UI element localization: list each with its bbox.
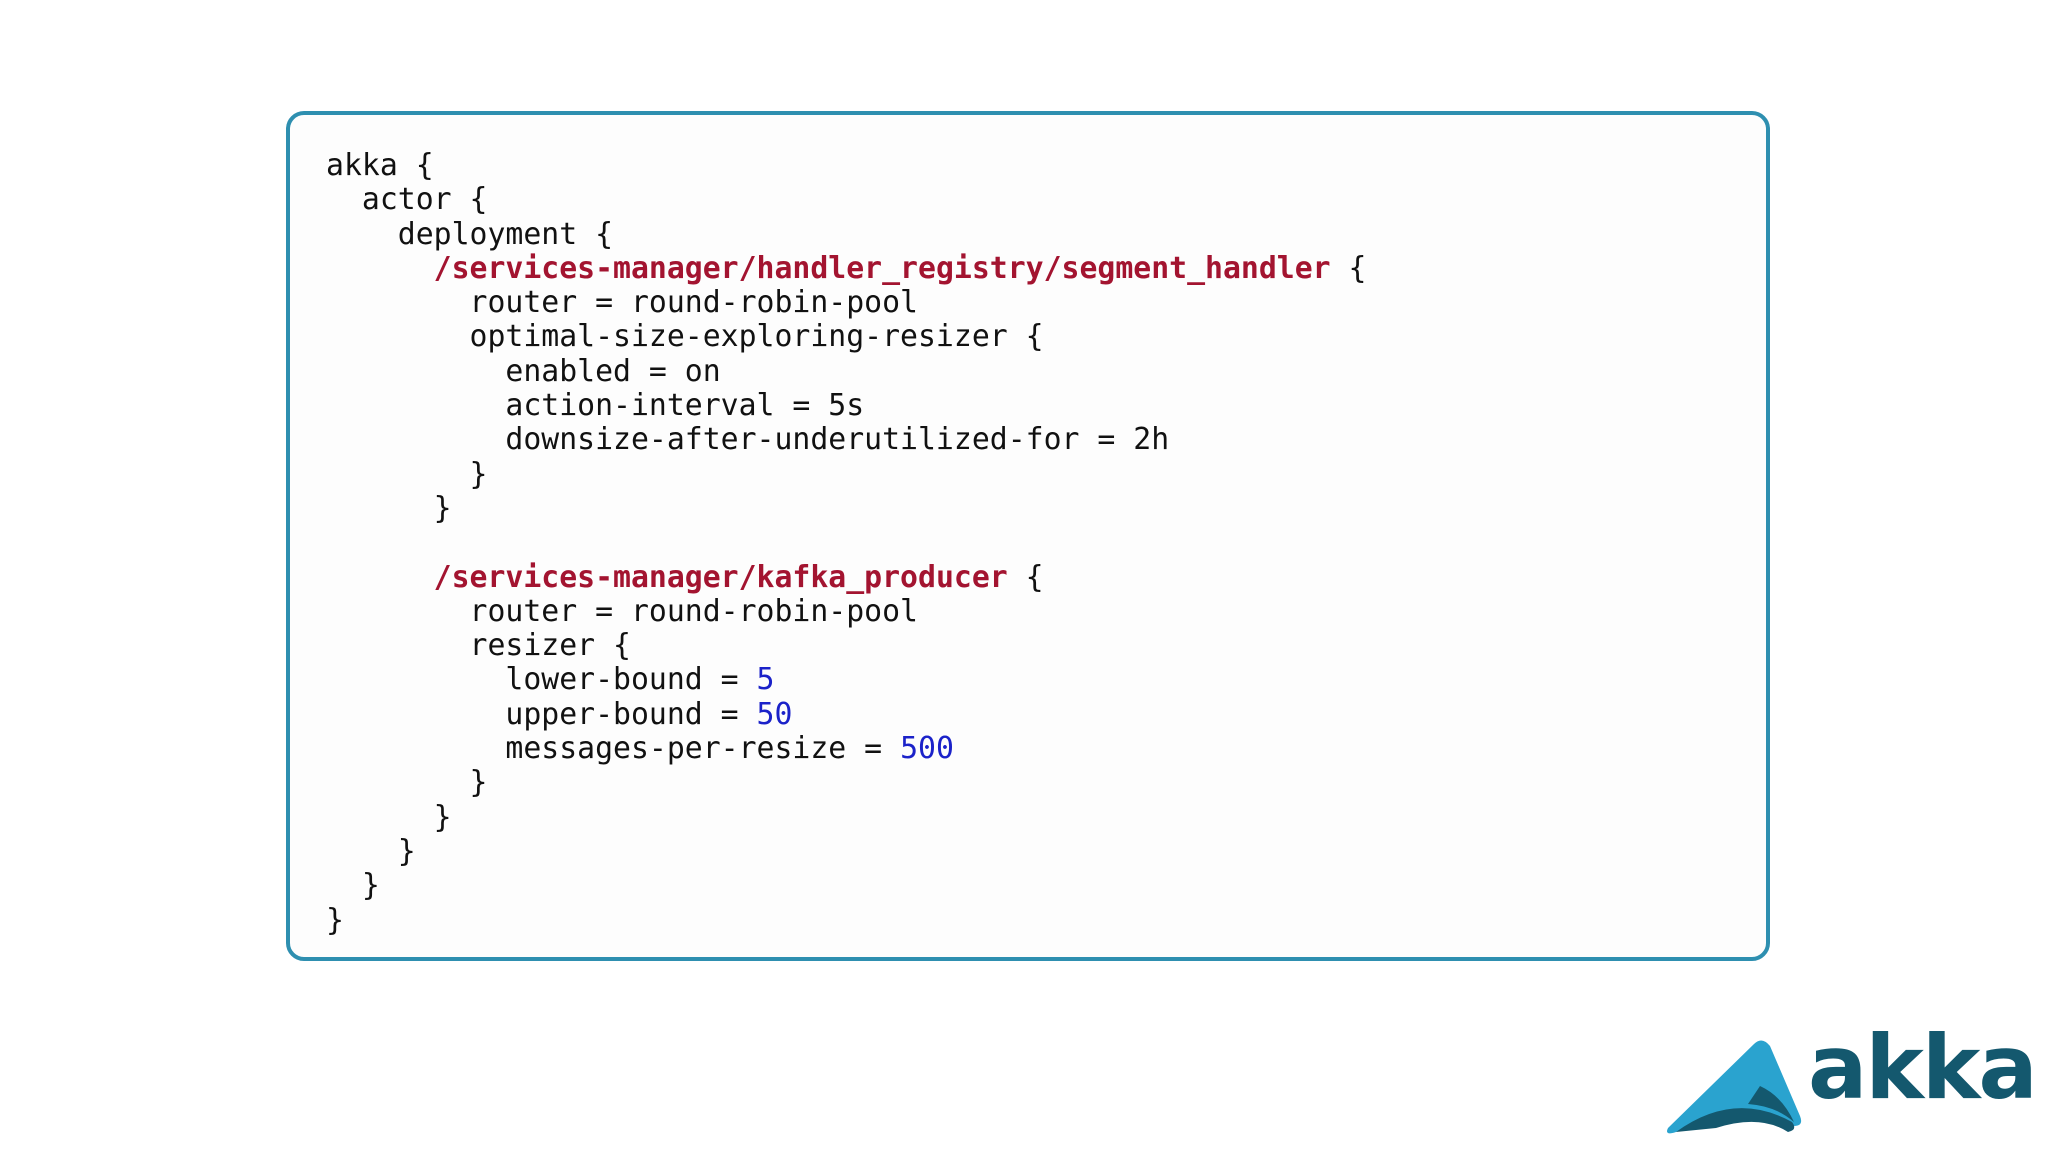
akka-mountain-icon [1667, 1040, 1802, 1134]
code-line: /services-manager/kafka_producer { [326, 559, 1367, 595]
code-line: action-interval = 5s [326, 388, 1367, 424]
code-box: akka { actor { deployment { /services-ma… [286, 111, 1770, 961]
akka-logo: akka [1664, 1016, 2038, 1140]
deployment-path-segment-handler: /services-manager/handler_registry/segme… [433, 250, 1331, 286]
messages-per-resize-value: 500 [900, 731, 954, 767]
code-text: } [326, 490, 452, 526]
code-line: router = round-robin-pool [326, 286, 1367, 320]
code-line: lower-bound = 5 [326, 663, 1367, 697]
code-text: actor { [326, 182, 488, 218]
code-line: } [326, 833, 1367, 869]
code-line: enabled = on [326, 353, 1367, 389]
code-line: router = round-robin-pool [326, 593, 1367, 629]
code-text: action-interval = 5s [326, 388, 865, 424]
code-line: downsize-after-underutilized-for = 2h [326, 423, 1367, 457]
code-text: optimal-size-exploring-resizer { [326, 319, 1044, 355]
code-line: deployment { [326, 216, 1367, 252]
code-text: { [1330, 250, 1367, 286]
code-text: } [326, 833, 416, 869]
code-line: akka { [326, 148, 1367, 183]
code-text: } [326, 799, 452, 835]
code-text: { [1007, 559, 1044, 595]
code-indent [326, 251, 434, 286]
code-line: actor { [326, 183, 1367, 217]
code-line: } [326, 766, 1367, 800]
code-text: } [326, 868, 380, 904]
code-line-blank [326, 526, 1367, 560]
code-line: optimal-size-exploring-resizer { [326, 320, 1367, 354]
code-line: } [326, 456, 1367, 492]
akka-logo-text: akka [1808, 1016, 2038, 1119]
code-text: router = round-robin-pool [326, 593, 919, 629]
code-text: enabled = on [326, 353, 721, 389]
config-code-block: akka { actor { deployment { /services-ma… [326, 148, 1367, 938]
code-text: akka { [326, 148, 434, 183]
code-text: } [326, 902, 344, 938]
code-line: } [326, 799, 1367, 835]
code-key: lower-bound = [326, 662, 757, 698]
deployment-path-kafka-producer: /services-manager/kafka_producer [433, 559, 1008, 595]
code-line: } [326, 490, 1367, 526]
code-line: } [326, 902, 1367, 938]
code-line: upper-bound = 50 [326, 696, 1367, 732]
code-text: router = round-robin-pool [326, 285, 919, 321]
code-text: deployment { [326, 216, 614, 252]
upper-bound-value: 50 [756, 696, 793, 732]
code-line: } [326, 869, 1367, 903]
code-key: messages-per-resize = [326, 731, 901, 767]
code-text: } [326, 456, 488, 492]
code-line: resizer { [326, 629, 1367, 663]
code-text: } [326, 765, 488, 801]
code-line: messages-per-resize = 500 [326, 731, 1367, 767]
code-text: downsize-after-underutilized-for = 2h [326, 422, 1170, 458]
code-indent [326, 560, 434, 595]
code-text: resizer { [326, 628, 631, 664]
code-line: /services-manager/handler_registry/segme… [326, 250, 1367, 286]
code-key: upper-bound = [326, 696, 757, 732]
lower-bound-value: 5 [756, 662, 775, 698]
